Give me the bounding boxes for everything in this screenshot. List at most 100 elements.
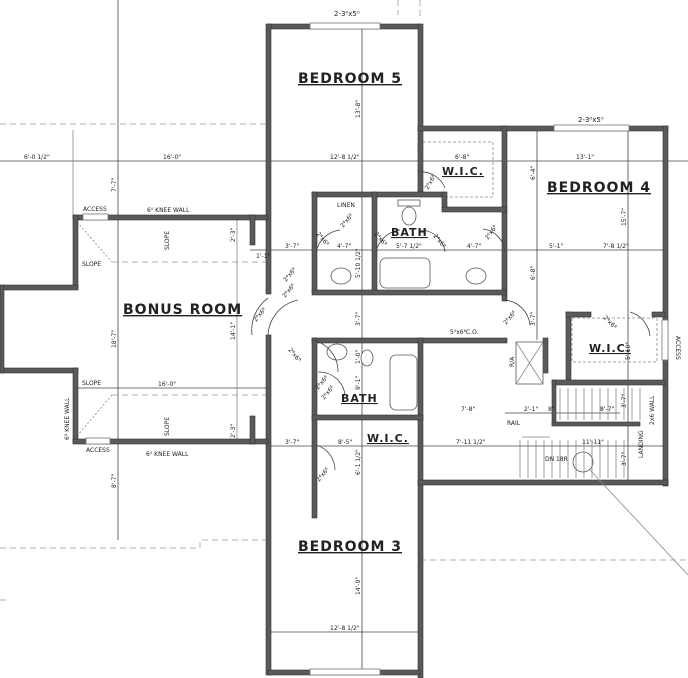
room-wic-right: W.I.C. xyxy=(589,342,631,355)
door-labels: 2⁸x6⁸ 2⁸x6⁸ 2⁸x6⁸ 2⁰x6⁸ 2⁴x6⁸ 2⁴x6⁸ 2⁴x6… xyxy=(252,173,618,483)
window-label-bedroom5: 2-3⁰x5⁰ xyxy=(334,10,360,18)
door-label: 2⁴x6⁸ xyxy=(315,466,331,483)
dimension: 1'-0" xyxy=(355,350,362,364)
dimension: 4'-7" xyxy=(337,243,351,250)
dimension: 14'-9" xyxy=(355,577,362,595)
slope-label-2: SLOPE xyxy=(82,261,101,268)
stair-marker xyxy=(572,451,594,473)
wall-2x6-label: 2x6 WALL xyxy=(649,395,656,425)
dimension-labels: 6'-0 1/2" 16'-0" 12'-8 1/2" 6'-8" 13'-1"… xyxy=(24,100,632,632)
access-top xyxy=(82,213,109,221)
dimension: 3'-7" xyxy=(621,394,628,408)
room-bedroom3: BEDROOM 3 xyxy=(298,539,402,555)
door-label: 2⁸x6⁸ xyxy=(281,282,297,299)
window-bedroom5 xyxy=(309,22,381,30)
dimension: 2'-3" xyxy=(230,228,237,242)
dimension: 8'-5" xyxy=(338,439,352,446)
stairs xyxy=(519,388,641,478)
dimension: 5'-10" xyxy=(625,342,632,360)
knee-wall-label-bottom: 6⁰ KNEE WALL xyxy=(146,451,189,458)
room-wic-upper: W.I.C. xyxy=(442,165,484,178)
dimension: 13'-8" xyxy=(355,100,362,118)
landing-label: LANDING xyxy=(638,430,645,458)
access-label-top: ACCESS xyxy=(83,206,107,213)
slope-label-4: SLOPE xyxy=(164,417,171,436)
dimension: 16'-0" xyxy=(158,381,176,388)
bathtub-upper xyxy=(379,257,431,289)
room-bonus: BONUS ROOM xyxy=(123,302,242,318)
dimension: 12'-8 1/2" xyxy=(330,625,360,632)
cased-opening-label: 5⁰x6⁸C.O. xyxy=(450,329,479,336)
dimension: 8'-7" xyxy=(600,406,614,413)
door-label: 2⁴x6⁸ xyxy=(339,212,355,229)
dimension: 3'-7" xyxy=(285,439,299,446)
dimension: 6'-8" xyxy=(455,154,469,161)
toilet-lower xyxy=(360,349,374,367)
dimension: 18'-7" xyxy=(111,330,118,348)
access-label-bottom: ACCESS xyxy=(86,447,110,454)
dimension: 7'-8 1/2" xyxy=(603,243,629,250)
dimension: 6'-4" xyxy=(530,166,537,180)
ra-label: R/A xyxy=(509,356,516,367)
room-bedroom4: BEDROOM 4 xyxy=(547,180,651,196)
room-bath-upper: BATH xyxy=(391,226,428,239)
dimension: 6'-1 1/2" xyxy=(355,449,362,475)
dimension: 13'-1" xyxy=(576,154,594,161)
dimension: 3'-7" xyxy=(355,312,362,326)
access-bottom xyxy=(85,437,111,445)
dimension: 5'-10 1/2" xyxy=(355,248,362,278)
dimension: 12'-8 1/2" xyxy=(330,154,360,161)
door-label: 2⁴x6⁸ xyxy=(282,266,298,283)
slope-label-3: SLOPE xyxy=(82,380,101,387)
dimension: 9'-1" xyxy=(355,376,362,390)
linen-label: LINEN xyxy=(337,202,355,209)
ghost-outlines xyxy=(0,0,688,601)
access-label-right: ACCESS xyxy=(674,336,681,360)
door-label: 2⁰x6⁸ xyxy=(424,173,438,191)
dimension: 8" xyxy=(548,406,555,413)
dimension: 7'-11 1/2" xyxy=(456,439,486,446)
dimension: 8'-7" xyxy=(111,474,118,488)
door-label: 2⁶x6⁸ xyxy=(484,224,499,242)
room-bath-lower: BATH xyxy=(341,392,378,405)
toilet-upper xyxy=(401,206,417,226)
dimension: 2'-1" xyxy=(524,406,538,413)
knee-wall-label-left: 6⁰ KNEE WALL xyxy=(64,397,71,440)
door-swings xyxy=(251,171,651,471)
door-label: 2⁸x6⁸ xyxy=(252,306,268,323)
dimension: 6'-0 1/2" xyxy=(24,154,50,161)
bathtub-lower xyxy=(389,354,418,411)
dimension: 15'-7" xyxy=(621,208,628,226)
dimension: 5'-7 1/2" xyxy=(396,243,422,250)
sink-lower xyxy=(326,343,348,361)
dimension: 7'-8" xyxy=(461,406,475,413)
notes: 2-3⁰x5⁰ 2-3⁰x5⁰ LINEN ACCESS ACCESS ACCE… xyxy=(64,10,681,463)
window-bedroom4 xyxy=(553,124,630,132)
door-label: 2⁸x6⁸ xyxy=(502,309,518,326)
slope-label-1: SLOPE xyxy=(164,231,171,250)
door-label: 2⁴x6⁸ xyxy=(602,314,619,331)
dimension: 14'-1" xyxy=(230,322,237,340)
rail-label: RAIL xyxy=(507,420,521,427)
access-right xyxy=(661,319,669,361)
toilet-tank-upper xyxy=(397,199,421,207)
room-wic-lower: W.I.C. xyxy=(367,432,409,445)
dimension: 7'-7" xyxy=(111,178,118,192)
dimension: 16'-0" xyxy=(163,154,181,161)
dimension: 6'-8" xyxy=(530,266,537,280)
window-bedroom3 xyxy=(309,668,381,676)
dimension: 3'-7" xyxy=(530,312,537,326)
dimension: 4'-7" xyxy=(467,243,481,250)
room-labels: BEDROOM 5 BEDROOM 4 BEDROOM 3 BONUS ROOM… xyxy=(123,71,651,555)
fixtures xyxy=(326,199,688,576)
windows xyxy=(82,22,669,676)
door-label: 2⁴x6⁸ xyxy=(431,233,447,250)
stairs-down-label: DN 18R xyxy=(545,456,568,463)
dimension: 3'-7" xyxy=(285,243,299,250)
dimension: 11'-11" xyxy=(582,439,604,446)
dimension: 5'-1" xyxy=(549,243,563,250)
door-label: 2⁸x6⁸ xyxy=(286,347,302,364)
knee-wall-label-top: 6⁰ KNEE WALL xyxy=(147,207,190,214)
